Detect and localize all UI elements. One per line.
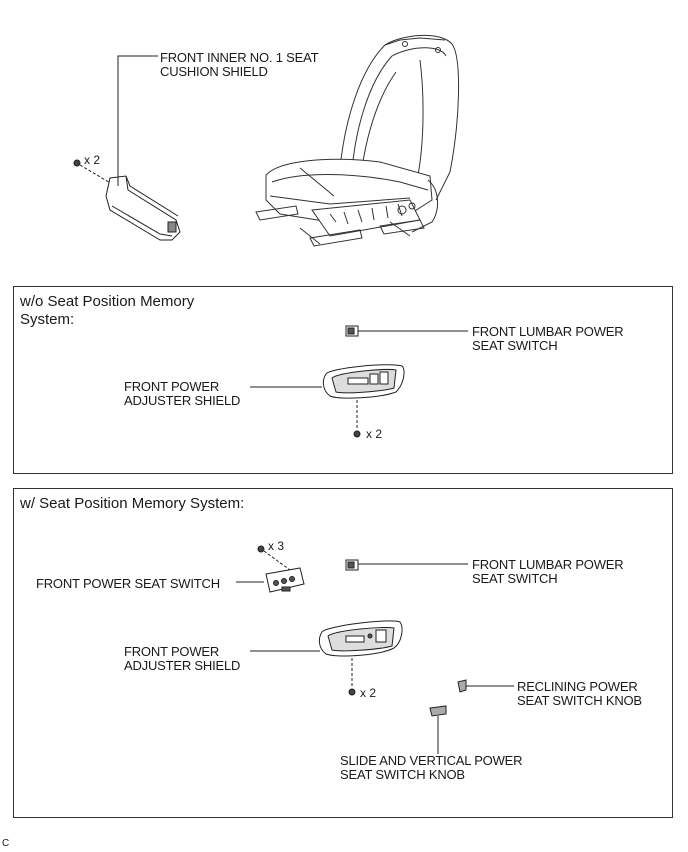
panel-without-memory-title: w/o Seat Position Memory System:: [20, 293, 195, 328]
slide-knob-label: SLIDE AND VERTICAL POWER SEAT SWITCH KNO…: [340, 753, 523, 782]
cushion-shield-part: [105, 175, 181, 241]
seat-switch-part: [265, 567, 305, 593]
adjuster-screw-icon-1: [353, 430, 361, 438]
adjuster-screw-qty-2: x 2: [360, 686, 377, 700]
lumbar-switch-label-1: FRONT LUMBAR POWER SEAT SWITCH: [472, 324, 624, 353]
panel-with-memory: [13, 488, 673, 818]
seat-switch-screw-qty: x 3: [268, 539, 285, 553]
seat-switch-screw-icon: [257, 545, 265, 553]
seat-switch-screw-dashed-line: [263, 550, 291, 571]
seat-switch-label: FRONT POWER SEAT SWITCH: [36, 576, 220, 591]
cushion-shield-leader-line: [117, 55, 158, 186]
adjuster-shield-part-1: [322, 364, 405, 399]
cushion-shield-screw-icon: [73, 159, 81, 167]
cushion-shield-screw-qty: x 2: [84, 153, 101, 167]
panel-without-memory: [13, 286, 673, 474]
reclining-knob-label: RECLINING POWER SEAT SWITCH KNOB: [517, 679, 642, 708]
slide-knob-part: [429, 705, 447, 717]
corner-code: C: [2, 838, 10, 849]
adjuster-shield-part-2: [318, 620, 403, 657]
reclining-knob-part: [457, 679, 467, 693]
panel-with-memory-title: w/ Seat Position Memory System:: [20, 495, 245, 512]
adjuster-screw-icon-2: [348, 688, 356, 696]
lumbar-switch-label-2: FRONT LUMBAR POWER SEAT SWITCH: [472, 557, 624, 586]
adjuster-shield-label-2: FRONT POWER ADJUSTER SHIELD: [124, 644, 241, 673]
seat-illustration: [255, 34, 460, 247]
lumbar-switch-part-2: [345, 559, 359, 571]
adjuster-screw-qty-1: x 2: [366, 427, 383, 441]
adjuster-shield-label-1: FRONT POWER ADJUSTER SHIELD: [124, 379, 241, 408]
cushion-shield-screw-dashed-line: [79, 164, 113, 185]
cushion-shield-label: FRONT INNER NO. 1 SEAT CUSHION SHIELD: [160, 50, 319, 79]
